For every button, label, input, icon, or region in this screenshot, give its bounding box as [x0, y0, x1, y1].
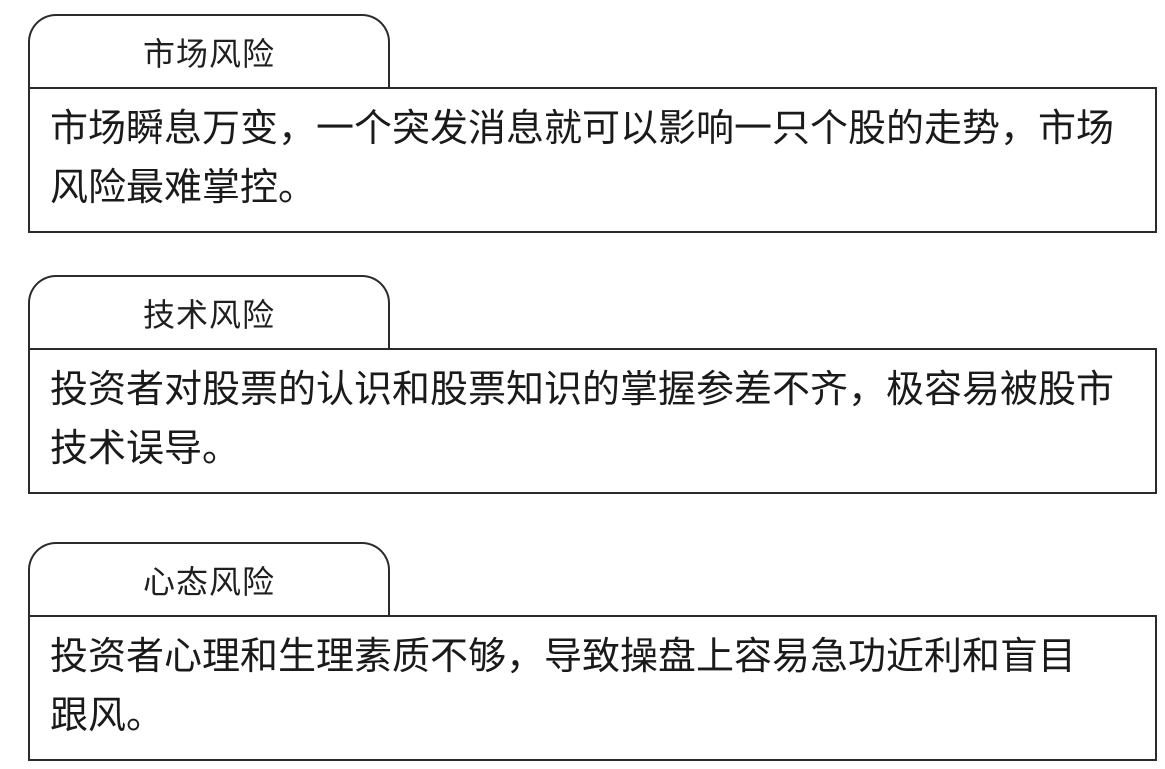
tab-label: 市场风险 [142, 35, 275, 72]
tab-mentality-risk: 心态风险 [28, 542, 390, 615]
body-text-line: 技术误导。 [50, 428, 241, 470]
body-text-line: 风险最难掌控。 [50, 167, 317, 209]
body-text-line: 投资者对股票的认识和股票知识的掌握参差不齐，极容易被股市 [50, 369, 1115, 411]
tab-label: 心态风险 [142, 563, 275, 600]
section-market-risk: 市场风险 市场瞬息万变，一个突发消息就可以影响一只个股的走势，市场 风险最难掌控… [28, 0, 1157, 233]
tab-label: 技术风险 [142, 296, 275, 333]
box-market-risk: 市场瞬息万变，一个突发消息就可以影响一只个股的走势，市场 风险最难掌控。 [28, 87, 1157, 233]
box-mentality-risk: 投资者心理和生理素质不够，导致操盘上容易急功近利和盲目 跟风。 [28, 615, 1157, 761]
section-mentality-risk: 心态风险 投资者心理和生理素质不够，导致操盘上容易急功近利和盲目 跟风。 [28, 494, 1157, 761]
body-text-line: 市场瞬息万变，一个突发消息就可以影响一只个股的走势，市场 [50, 108, 1115, 150]
tab-market-risk: 市场风险 [28, 14, 390, 87]
body-text-line: 投资者心理和生理素质不够，导致操盘上容易急功近利和盲目 [50, 636, 1077, 678]
box-technical-risk: 投资者对股票的认识和股票知识的掌握参差不齐，极容易被股市 技术误导。 [28, 348, 1157, 494]
body-text-line: 跟风。 [50, 695, 165, 737]
tab-technical-risk: 技术风险 [28, 275, 390, 348]
section-technical-risk: 技术风险 投资者对股票的认识和股票知识的掌握参差不齐，极容易被股市 技术误导。 [28, 233, 1157, 494]
